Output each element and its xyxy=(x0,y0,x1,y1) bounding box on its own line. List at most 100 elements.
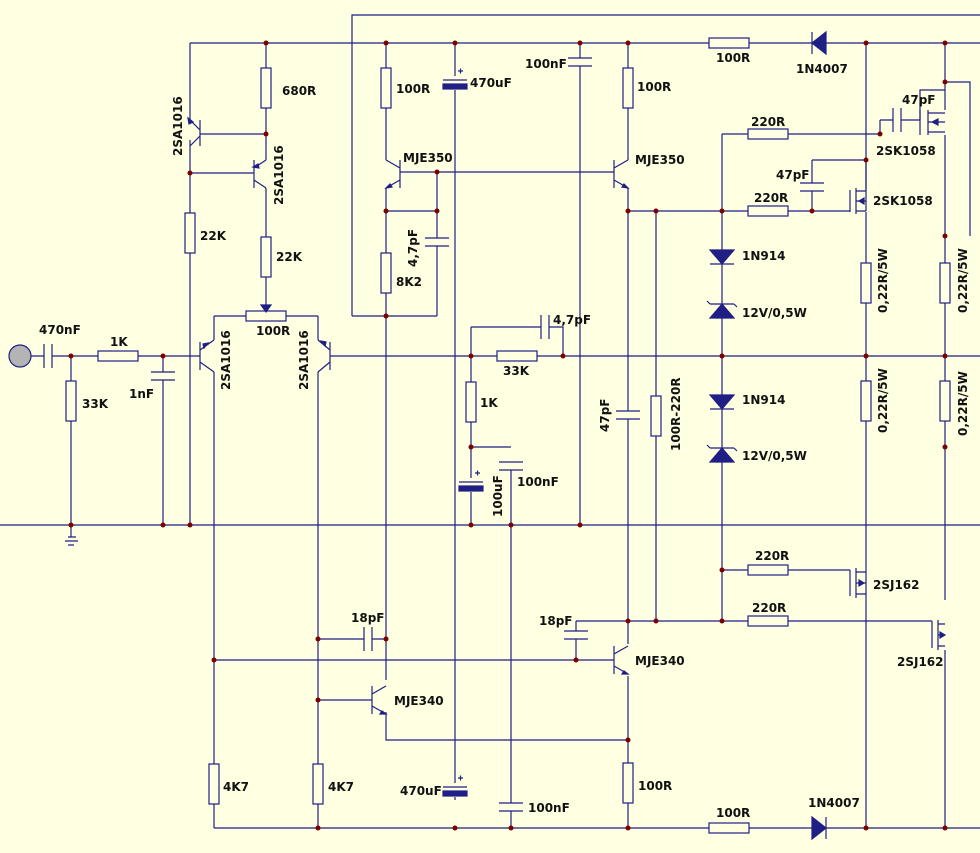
capacitor-c-rf xyxy=(151,371,175,381)
label-z1: 12V/0,5W xyxy=(742,306,807,320)
diode-1n914-b xyxy=(708,394,736,410)
resistor-r100-br xyxy=(622,762,634,804)
capacitor-c-in xyxy=(43,344,53,368)
label-c47-2: 47pF xyxy=(776,168,810,182)
label-c100u: 100uF xyxy=(491,475,505,517)
label-r1k-fb: 1K xyxy=(480,396,498,410)
label-r100-tr: 100R xyxy=(637,80,671,94)
label-c100n-bot: 100nF xyxy=(528,801,570,815)
label-c47-fb: 4,7pF xyxy=(553,313,591,327)
resistor-r100-tr xyxy=(622,67,634,109)
label-c470-bot: 470uF xyxy=(400,784,442,798)
resistor-r4k7-r xyxy=(312,763,324,805)
label-mje340-r: MJE340 xyxy=(635,654,685,668)
resistor-re3 xyxy=(860,380,872,422)
resistor-r100-tl xyxy=(380,67,392,109)
label-c47pf-mid: 47pF xyxy=(598,399,612,433)
capacitor-c18-l xyxy=(363,627,373,651)
transistor-diff-right xyxy=(317,339,331,373)
resistor-r33k-fb xyxy=(496,350,538,362)
components xyxy=(8,30,951,841)
label-r220-4: 220R xyxy=(752,601,786,615)
diode-bot xyxy=(811,815,827,841)
label-r4k7-r: 4K7 xyxy=(328,780,354,794)
label-r680: 680R xyxy=(282,84,316,98)
label-z2: 12V/0,5W xyxy=(742,449,807,463)
mosfet-p2 xyxy=(931,620,947,650)
label-d1: 1N914 xyxy=(742,249,785,263)
label-q-p1: 2SJ162 xyxy=(873,578,920,592)
label-r22k-b: 22K xyxy=(276,250,303,264)
label-c18-r: 18pF xyxy=(539,614,573,628)
capacitor-c470-top xyxy=(442,68,468,90)
resistor-r220-2 xyxy=(747,205,789,217)
label-r-e1: 0,22R/5W xyxy=(876,248,890,313)
label-q-p2: 2SJ162 xyxy=(897,655,944,669)
label-r-e2: 0,22R/5W xyxy=(956,248,970,313)
label-pot: 100R xyxy=(256,324,290,338)
label-r220-2: 220R xyxy=(754,191,788,205)
label-q1: 2SA1016 xyxy=(171,96,185,156)
capacitor-c47-2 xyxy=(800,182,824,192)
capacitor-c18-r xyxy=(564,630,588,640)
label-r-in: 1K xyxy=(110,335,128,349)
label-c-rf: 1nF xyxy=(129,387,154,401)
label-q-n1: 2SK1058 xyxy=(876,144,936,158)
label-c470-top: 470uF xyxy=(470,76,512,90)
label-c100n-top: 100nF xyxy=(525,57,567,71)
label-q-diff-r: 2SA1016 xyxy=(297,330,311,390)
label-r100-rail-bot: 100R xyxy=(716,806,750,820)
diode-top xyxy=(811,30,827,56)
label-c100n-fb: 100nF xyxy=(517,475,559,489)
transistor-mje340-r xyxy=(613,645,630,675)
label-q-diff-l: 2SA1016 xyxy=(219,330,233,390)
labels: 470nF 1K 33K 1nF 2SA1016 2SA1016 680R 22… xyxy=(39,51,970,820)
label-mje350-r: MJE350 xyxy=(635,153,685,167)
label-r220-1: 220R xyxy=(751,115,785,129)
label-r33k-fb: 33K xyxy=(503,364,530,378)
label-c-in: 470nF xyxy=(39,323,81,337)
resistor-bias-var xyxy=(650,395,662,437)
resistor-r22k-b xyxy=(260,236,272,278)
resistor-r220-3 xyxy=(747,564,789,576)
capacitor-c100n-bot xyxy=(499,802,523,812)
transistor-mje350-r xyxy=(613,159,630,189)
capacitor-c100n-top xyxy=(568,57,592,67)
label-mje340-l: MJE340 xyxy=(394,694,444,708)
label-c18-l: 18pF xyxy=(351,611,385,625)
mosfet-n2 xyxy=(849,188,866,214)
label-c47-top: 47pF xyxy=(902,93,936,107)
mosfet-n1 xyxy=(919,110,945,135)
capacitor-c47-top xyxy=(892,108,902,132)
label-c47p-vas: 4,7pF xyxy=(406,229,420,267)
input-jack-icon xyxy=(8,344,32,368)
label-mje350-l: MJE350 xyxy=(403,151,453,165)
resistor-r4k7-l xyxy=(208,763,220,805)
label-r-bias: 33K xyxy=(82,397,109,411)
transistor-q2 xyxy=(251,159,267,189)
label-r22k-a: 22K xyxy=(200,229,227,243)
zener-b xyxy=(706,444,738,463)
label-d-bot: 1N4007 xyxy=(808,796,860,810)
resistor-re1 xyxy=(860,262,872,304)
label-r8k2: 8K2 xyxy=(396,275,422,289)
capacitor-c100u xyxy=(458,470,484,492)
resistor-r220-1 xyxy=(747,128,789,140)
label-q-n2: 2SK1058 xyxy=(873,194,933,208)
resistor-r100-rail-bot xyxy=(708,822,750,834)
capacitor-c100n-fb xyxy=(499,461,523,471)
junctions xyxy=(68,40,948,831)
label-r100-br: 100R xyxy=(638,779,672,793)
transistor-q1 xyxy=(187,116,204,147)
label-d-top: 1N4007 xyxy=(796,62,848,76)
wires xyxy=(0,14,980,829)
label-r100-tl: 100R xyxy=(396,82,430,96)
capacitor-c47p-vas xyxy=(425,237,449,247)
label-r-bias-var: 100R-220R xyxy=(669,377,683,451)
resistor-re2 xyxy=(939,262,951,304)
transistor-mje350-l xyxy=(384,159,401,189)
transistor-diff-left xyxy=(199,339,215,373)
label-r4k7-l: 4K7 xyxy=(223,780,249,794)
transistor-mje340-l xyxy=(371,685,388,715)
